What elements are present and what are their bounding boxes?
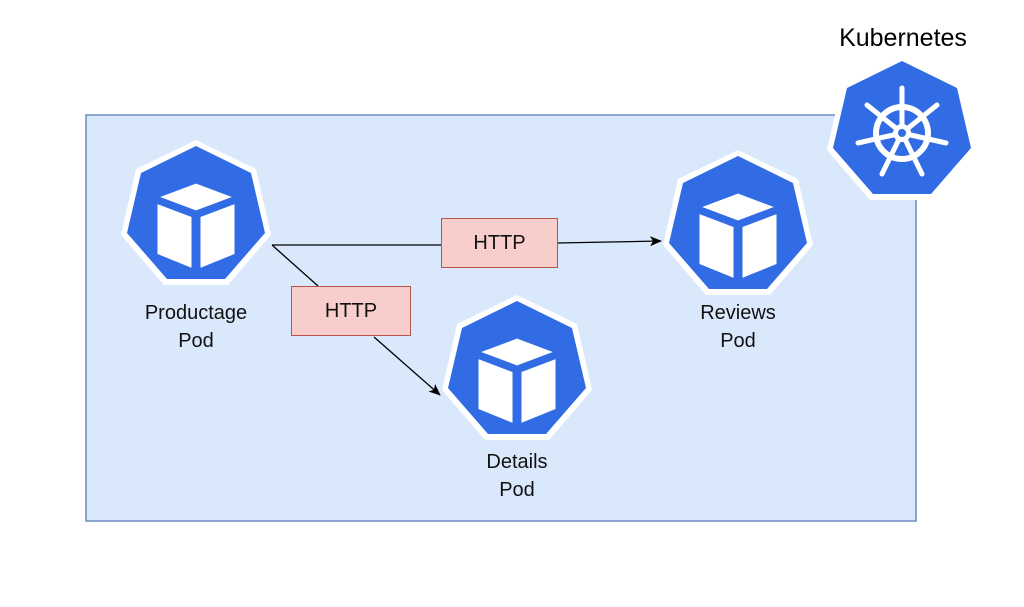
- reviews-pod-label: Reviews Pod: [658, 299, 818, 355]
- reviews-pod-icon: [663, 150, 813, 295]
- productage-pod-icon: [121, 140, 271, 285]
- details-pod-name: Details: [486, 451, 548, 473]
- details-pod-label: Details Pod: [437, 448, 597, 504]
- productage-pod-kind: Pod: [178, 330, 214, 352]
- details-pod-icon: [442, 295, 592, 440]
- http-label-details: HTTP: [291, 286, 411, 336]
- reviews-pod-name: Reviews: [700, 302, 776, 324]
- connection-productage-details: [271, 244, 440, 395]
- kubernetes-helm-wheel-icon: [827, 55, 977, 200]
- details-pod-kind: Pod: [499, 479, 535, 501]
- productage-pod-label: Productage Pod: [116, 299, 276, 355]
- reviews-pod-kind: Pod: [720, 330, 756, 352]
- productage-pod-name: Productage: [144, 302, 248, 324]
- kubernetes-title: Kubernetes: [839, 24, 967, 52]
- connection-productage-reviews: [272, 241, 661, 245]
- http-label-reviews: HTTP: [441, 218, 558, 268]
